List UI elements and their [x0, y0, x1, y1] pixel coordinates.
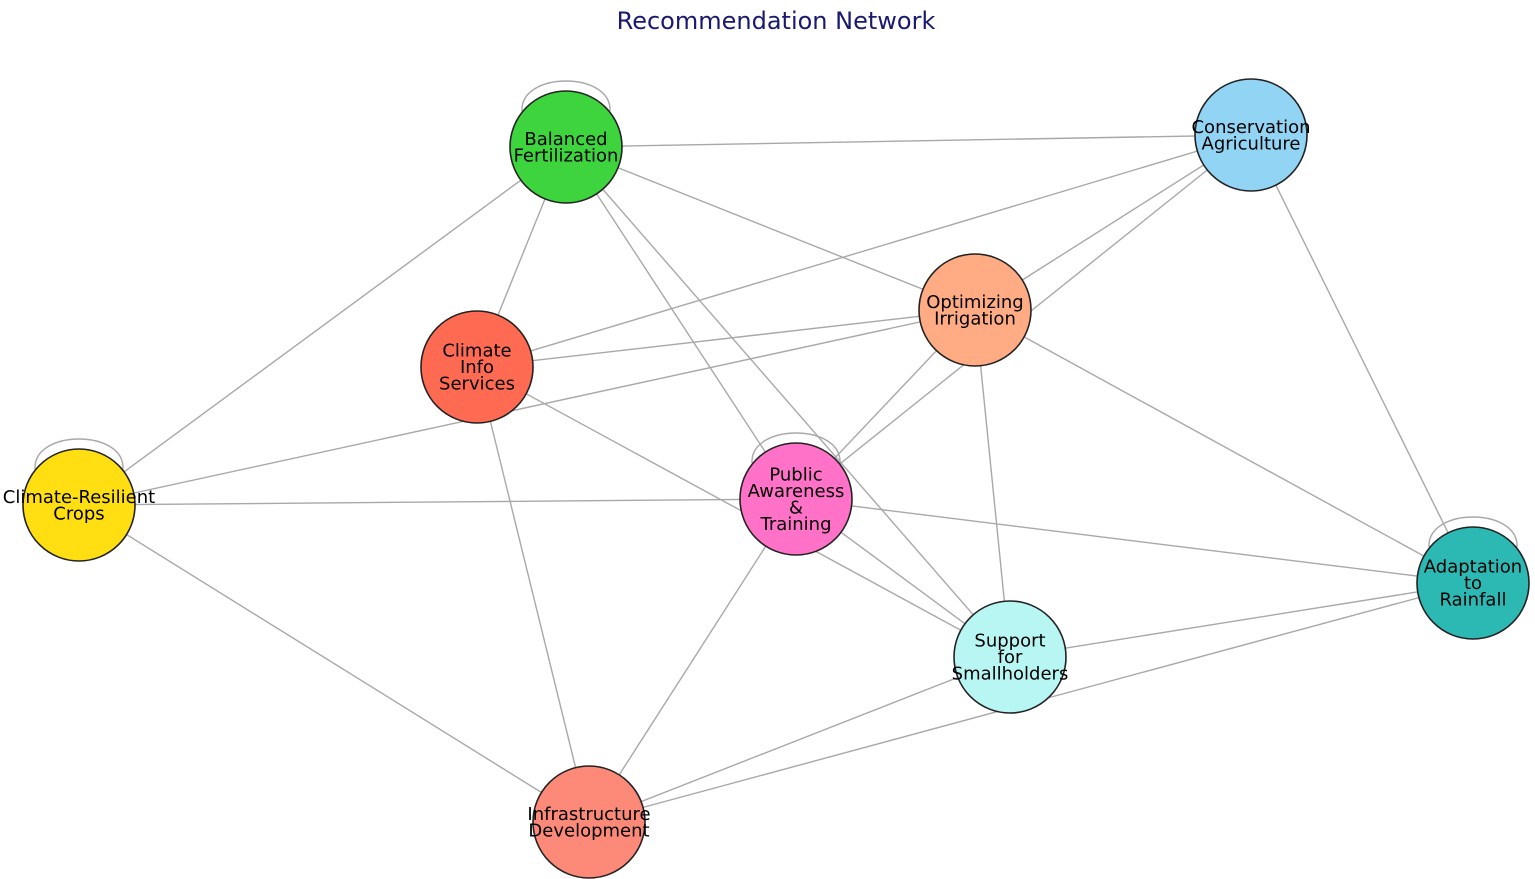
node-label-irrigation-line-1: Irrigation	[934, 308, 1016, 329]
node-circle-infrastructure	[532, 765, 646, 879]
self-loop-public	[751, 432, 841, 464]
self-loop-crops	[34, 438, 124, 470]
node-label-climate_info-line-0: Climate	[442, 341, 511, 362]
node-label-infrastructure-line-0: Infrastructure	[527, 804, 650, 825]
edge-irrigation-smallholders	[974, 309, 1011, 658]
edge-crops-infrastructure	[78, 504, 590, 823]
edge-balanced-irrigation	[565, 146, 976, 311]
node-label-climate_info-line-2: Services	[439, 374, 515, 395]
node-label-public-line-3: Training	[759, 514, 831, 535]
node-label-public-line-2: &	[789, 497, 803, 518]
node-label-adaptation-line-1: to	[1464, 573, 1482, 594]
edge-conservation-climate_info	[476, 134, 1252, 368]
node-circle-conservation	[1194, 78, 1308, 192]
node-label-conservation-line-0: Conservation	[1191, 117, 1310, 138]
edge-balanced-smallholders	[565, 146, 1011, 658]
node-label-public-line-1: Awareness	[748, 481, 845, 502]
node-circle-crops	[22, 448, 136, 562]
node-circle-smallholders	[953, 600, 1067, 714]
node-label-adaptation-line-2: Rainfall	[1440, 590, 1507, 611]
self-loops-layer	[34, 80, 1518, 548]
edge-smallholders-infrastructure	[588, 656, 1011, 823]
node-circle-irrigation	[918, 253, 1032, 367]
node-circle-balanced	[509, 90, 623, 204]
node-circle-public	[739, 442, 853, 556]
edge-irrigation-adaptation	[974, 309, 1474, 584]
node-label-climate_info-line-1: Info	[460, 357, 494, 378]
node-label-public-line-0: Public	[769, 464, 822, 485]
node-label-smallholders-line-0: Support	[974, 631, 1045, 652]
edge-irrigation-climate_info	[476, 309, 976, 368]
edge-conservation-adaptation	[1250, 134, 1474, 584]
node-label-crops-line-1: Crops	[53, 503, 104, 524]
self-loop-balanced	[521, 80, 611, 112]
node-label-balanced-line-0: Balanced	[524, 129, 607, 150]
edge-public-infrastructure	[588, 498, 797, 823]
chart-title: Recommendation Network	[617, 7, 936, 35]
node-label-infrastructure-line-1: Development	[528, 820, 649, 841]
node-label-smallholders-line-1: for	[998, 647, 1023, 668]
node-circle-climate_info	[420, 310, 534, 424]
edge-irrigation-crops	[78, 309, 976, 506]
edge-balanced-public	[565, 146, 797, 500]
edge-balanced-conservation	[565, 134, 1252, 148]
node-label-balanced-line-1: Fertilization	[514, 145, 619, 166]
node-circle-adaptation	[1416, 526, 1530, 640]
edge-smallholders-adaptation	[1009, 582, 1474, 658]
edge-crops-public	[78, 498, 797, 506]
node-label-conservation-line-1: Agriculture	[1202, 133, 1301, 154]
node-label-crops-line-0: Climate-Resilient	[3, 487, 155, 508]
self-loop-adaptation	[1428, 516, 1518, 548]
edge-climate_info-infrastructure	[476, 366, 590, 823]
edge-balanced-crops	[78, 146, 567, 506]
edge-public-adaptation	[795, 498, 1474, 584]
node-label-smallholders-line-2: Smallholders	[952, 664, 1069, 685]
node-label-adaptation-line-0: Adaptation	[1424, 557, 1522, 578]
node-label-irrigation-line-0: Optimizing	[926, 292, 1023, 313]
